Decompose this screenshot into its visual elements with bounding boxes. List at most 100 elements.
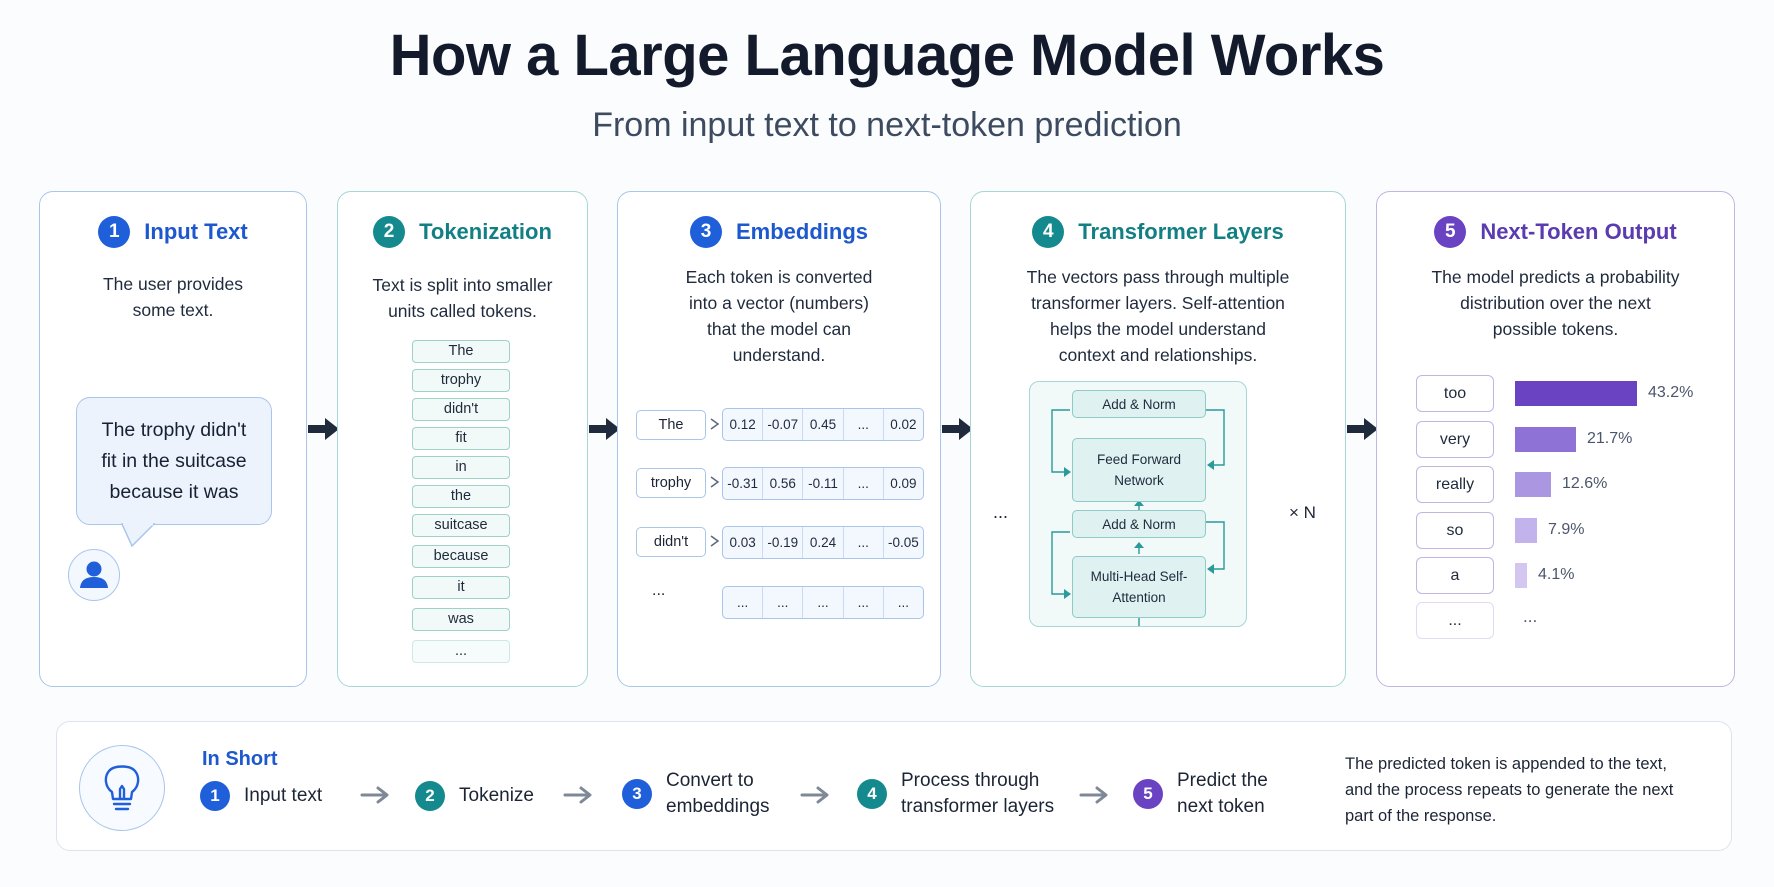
summary-title: In Short (202, 748, 278, 770)
vector-value: 0.09 (882, 468, 923, 499)
lightbulb-badge (79, 745, 165, 831)
token-chip: because (412, 545, 510, 568)
multi-head-attention-block: Multi-Head Self-Attention (1072, 556, 1206, 618)
arrow-right-icon (942, 418, 973, 440)
embedding-token: didn't (636, 527, 706, 557)
step-label-line: Input text (244, 785, 323, 806)
block-label: Multi-Head Self-Attention (1090, 569, 1188, 605)
token-chip: the (412, 485, 510, 508)
vector-value: ... (842, 587, 883, 618)
block-label: Feed Forward Network (1096, 452, 1182, 488)
panel-description: The vectors pass through multiple transf… (981, 264, 1335, 368)
step-label-line: Tokenize (459, 785, 534, 806)
panel-title: Transformer Layers (1078, 219, 1284, 244)
token-chip: it (412, 576, 510, 599)
step-number-badge: 2 (373, 216, 406, 248)
panel-title: Next-Token Output (1480, 219, 1677, 244)
description-line: understand. (732, 345, 826, 365)
probability-label: 7.9% (1548, 520, 1585, 538)
arrow-right-icon (1079, 786, 1108, 804)
note-line: part of the response. (1345, 807, 1497, 825)
add-norm-block: Add & Norm (1072, 510, 1206, 538)
arrow-right-icon (1347, 418, 1378, 440)
step-label: Convert to embeddings (666, 768, 770, 820)
embedding-token: The (636, 410, 706, 440)
vector-value: ... (842, 468, 883, 499)
panel-description: The model predicts a probability distrib… (1387, 264, 1724, 342)
vector-value: 0.03 (729, 535, 756, 550)
token-chip: didn't (412, 398, 510, 421)
vector-value: -0.31 (727, 476, 758, 491)
feed-forward-block: Feed Forward Network (1072, 438, 1206, 502)
ellipsis: ... (993, 502, 1009, 522)
panel-input-text: 1 Input Text The user provides some text… (39, 191, 307, 687)
vector-value: ... (762, 587, 802, 618)
summary-step: 2 Tokenize (415, 781, 534, 811)
vector-value: -0.11 (802, 468, 842, 499)
embedding-token: trophy (636, 468, 706, 498)
description-line: Each token is converted (685, 267, 873, 287)
step-number-badge: 3 (622, 779, 652, 809)
vector-value: 0.02 (882, 409, 923, 440)
probability-bar (1515, 381, 1637, 406)
repeat-label: × N (1289, 503, 1316, 522)
token-chip: was (412, 608, 510, 631)
transformer-block: Add & Norm Feed Forward Network Add & No… (1029, 381, 1247, 627)
panel-transformer-layers: 4 Transformer Layers The vectors pass th… (970, 191, 1346, 687)
arrow-right-icon (710, 476, 720, 488)
probability-label: 12.6% (1562, 475, 1608, 492)
step-label-line: transformer layers (901, 796, 1055, 817)
vector-value: 0.12 (729, 417, 756, 432)
step-number-badge: 5 (1434, 216, 1467, 248)
bubble-line: The trophy didn't (101, 418, 247, 441)
avatar (68, 549, 120, 601)
bubble-line: fit in the suitcase (101, 449, 247, 472)
token-chip: fit (412, 427, 510, 450)
panel-description: The user provides some text. (50, 271, 296, 323)
step-label: Input text (244, 783, 322, 809)
arrow-right-icon (563, 786, 592, 804)
description-line: context and relationships. (1058, 345, 1258, 365)
user-icon (80, 561, 108, 588)
bubble-tail (120, 522, 156, 548)
arrow-right-icon (710, 535, 720, 547)
description-line: that the model can (707, 319, 851, 339)
arrow-right-icon (360, 786, 389, 804)
vector-value: ... (842, 409, 883, 440)
step-label: Tokenize (459, 783, 534, 809)
embedding-vector: 0.03 -0.19 0.24 ... -0.05 (722, 526, 924, 559)
step-number-badge: 4 (1032, 216, 1065, 248)
step-label-line: Convert to (666, 770, 754, 791)
panel-next-token-output: 5 Next-Token Output The model predicts a… (1376, 191, 1735, 687)
probability-bar (1515, 563, 1527, 588)
embedding-vector: 0.12 -0.07 0.45 ... 0.02 (722, 408, 924, 441)
probability-label: 43.2% (1648, 384, 1694, 401)
step-number-badge: 4 (857, 779, 887, 809)
description-line: into a vector (numbers) (689, 293, 869, 313)
description-line: Text is split into smaller (372, 275, 553, 295)
token-chip: in (412, 456, 510, 479)
prediction-token: a (1416, 557, 1494, 594)
token-chip: suitcase (412, 514, 510, 537)
note-line: and the process repeats to generate the … (1345, 781, 1674, 799)
ellipsis: ... (652, 582, 666, 599)
page-title: How a Large Language Model Works (389, 23, 1385, 88)
step-label-line: Predict the (1177, 770, 1268, 791)
vector-value: -0.05 (882, 527, 923, 558)
summary-note: The predicted token is appended to the t… (1345, 751, 1725, 829)
prediction-token: very (1416, 420, 1494, 458)
step-label-line: Process through (901, 770, 1040, 791)
prediction-token: really (1416, 466, 1494, 503)
token-chip: ... (412, 640, 510, 663)
vector-value: ... (736, 595, 749, 610)
probability-bar (1515, 472, 1551, 497)
speech-bubble: The trophy didn't fit in the suitcase be… (76, 397, 272, 525)
vector-value: ... (802, 587, 842, 618)
arrow-right-icon (710, 418, 720, 430)
probability-label: 4.1% (1538, 566, 1575, 583)
token-chip: The (412, 340, 510, 363)
step-label-line: next token (1177, 796, 1265, 817)
step-number-badge: 1 (98, 216, 131, 248)
bubble-line: because it was (109, 480, 239, 503)
panel-description: Each token is converted into a vector (n… (628, 264, 930, 368)
